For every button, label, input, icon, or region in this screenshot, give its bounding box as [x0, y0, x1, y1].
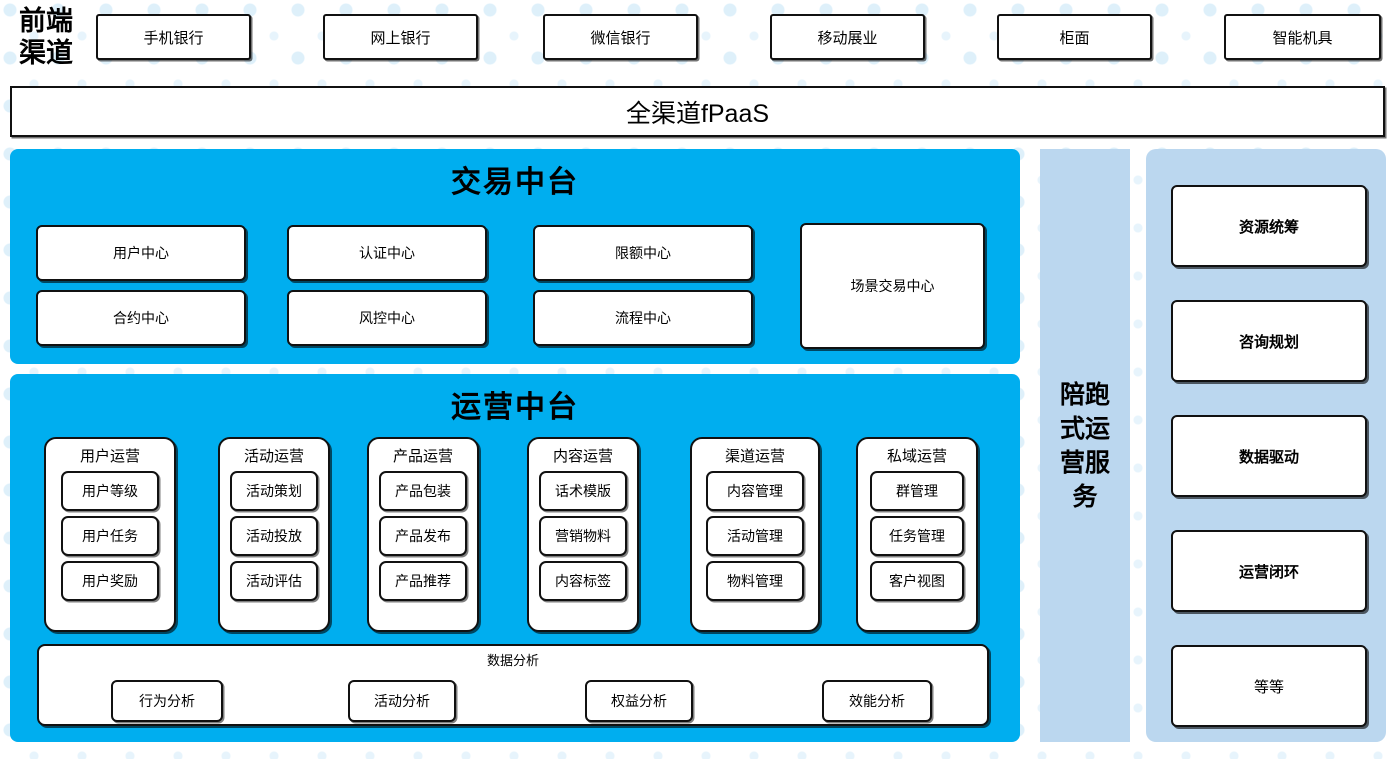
tx-box-process-center[interactable]: 流程中心	[533, 290, 753, 346]
op-chip[interactable]: 产品发布	[379, 516, 467, 556]
operation-center-title: 运营中台	[451, 391, 579, 424]
op-column-product[interactable]: 产品运营 产品包装 产品发布 产品推荐	[367, 437, 479, 632]
channel-item-mobile-field[interactable]: 移动展业	[770, 14, 925, 60]
op-column-title: 产品运营	[392, 448, 453, 465]
op-chip[interactable]: 物料管理	[706, 561, 804, 601]
op-chip[interactable]: 客户视图	[870, 561, 964, 601]
op-chip[interactable]: 话术模版	[539, 471, 627, 511]
op-chip[interactable]: 内容标签	[539, 561, 627, 601]
data-analysis-title: 数据分析	[486, 653, 539, 668]
op-column-title: 私域运营	[886, 448, 947, 465]
tx-box-contract-center[interactable]: 合约中心	[36, 290, 246, 346]
op-chip[interactable]: 活动评估	[230, 561, 318, 601]
op-chip[interactable]: 群管理	[870, 471, 964, 511]
op-column-channel[interactable]: 渠道运营 内容管理 活动管理 物料管理	[690, 437, 820, 632]
right-card-operation-closed-loop[interactable]: 运营闭环	[1171, 530, 1367, 612]
op-chip[interactable]: 活动投放	[230, 516, 318, 556]
tx-box-scene-transaction-center[interactable]: 场景交易中心	[800, 223, 985, 349]
data-analysis-chip-activity[interactable]: 活动分析	[348, 680, 456, 722]
channel-item-smart-machine[interactable]: 智能机具	[1224, 14, 1381, 60]
right-card-data-driven[interactable]: 数据驱动	[1171, 415, 1367, 497]
data-analysis-box: 数据分析 行为分析 活动分析 权益分析 效能分析	[37, 644, 989, 726]
op-column-private-domain[interactable]: 私域运营 群管理 任务管理 客户视图	[856, 437, 978, 632]
right-card-consulting-planning[interactable]: 咨询规划	[1171, 300, 1367, 382]
channel-item-wechat-bank[interactable]: 微信银行	[543, 14, 698, 60]
tx-box-risk-center[interactable]: 风控中心	[287, 290, 487, 346]
right-card-resource-coordination[interactable]: 资源统筹	[1171, 185, 1367, 267]
op-column-user[interactable]: 用户运营 用户等级 用户任务 用户奖励	[44, 437, 176, 632]
tx-box-auth-center[interactable]: 认证中心	[287, 225, 487, 281]
right-card-etc[interactable]: 等等	[1171, 645, 1367, 727]
op-column-title: 活动运营	[243, 448, 304, 465]
data-analysis-chip-benefit[interactable]: 权益分析	[585, 680, 693, 722]
channel-item-counter[interactable]: 柜面	[997, 14, 1152, 60]
op-chip[interactable]: 营销物料	[539, 516, 627, 556]
op-column-content[interactable]: 内容运营 话术模版 营销物料 内容标签	[527, 437, 639, 632]
data-analysis-chip-behavior[interactable]: 行为分析	[111, 680, 223, 722]
data-analysis-chip-efficiency[interactable]: 效能分析	[822, 680, 932, 722]
op-chip[interactable]: 活动策划	[230, 471, 318, 511]
op-column-activity[interactable]: 活动运营 活动策划 活动投放 活动评估	[218, 437, 330, 632]
op-column-title: 用户运营	[79, 448, 140, 465]
tx-box-limit-center[interactable]: 限额中心	[533, 225, 753, 281]
channel-item-mobile-bank[interactable]: 手机银行	[96, 14, 251, 60]
op-chip[interactable]: 产品推荐	[379, 561, 467, 601]
front-channel-label: 前端 渠道	[4, 0, 88, 74]
op-chip[interactable]: 任务管理	[870, 516, 964, 556]
front-channel-label-line1: 前端	[19, 6, 73, 36]
companion-operation-service-label: 陪跑式运营服务	[1059, 380, 1110, 511]
tx-box-user-center[interactable]: 用户中心	[36, 225, 246, 281]
front-channel-label-line2: 渠道	[19, 38, 73, 68]
op-chip[interactable]: 用户等级	[61, 471, 159, 511]
op-chip[interactable]: 内容管理	[706, 471, 804, 511]
op-chip[interactable]: 活动管理	[706, 516, 804, 556]
op-chip[interactable]: 用户奖励	[61, 561, 159, 601]
channel-item-online-bank[interactable]: 网上银行	[323, 14, 478, 60]
transaction-center-title: 交易中台	[451, 166, 579, 199]
op-column-title: 内容运营	[552, 448, 613, 465]
op-chip[interactable]: 产品包装	[379, 471, 467, 511]
companion-operation-service-column: 陪跑式运营服务	[1040, 149, 1130, 742]
op-chip[interactable]: 用户任务	[61, 516, 159, 556]
right-capability-panel: 资源统筹 咨询规划 数据驱动 运营闭环 等等	[1146, 149, 1386, 742]
fpaas-bar: 全渠道fPaaS	[10, 86, 1385, 137]
op-column-title: 渠道运营	[724, 448, 785, 465]
